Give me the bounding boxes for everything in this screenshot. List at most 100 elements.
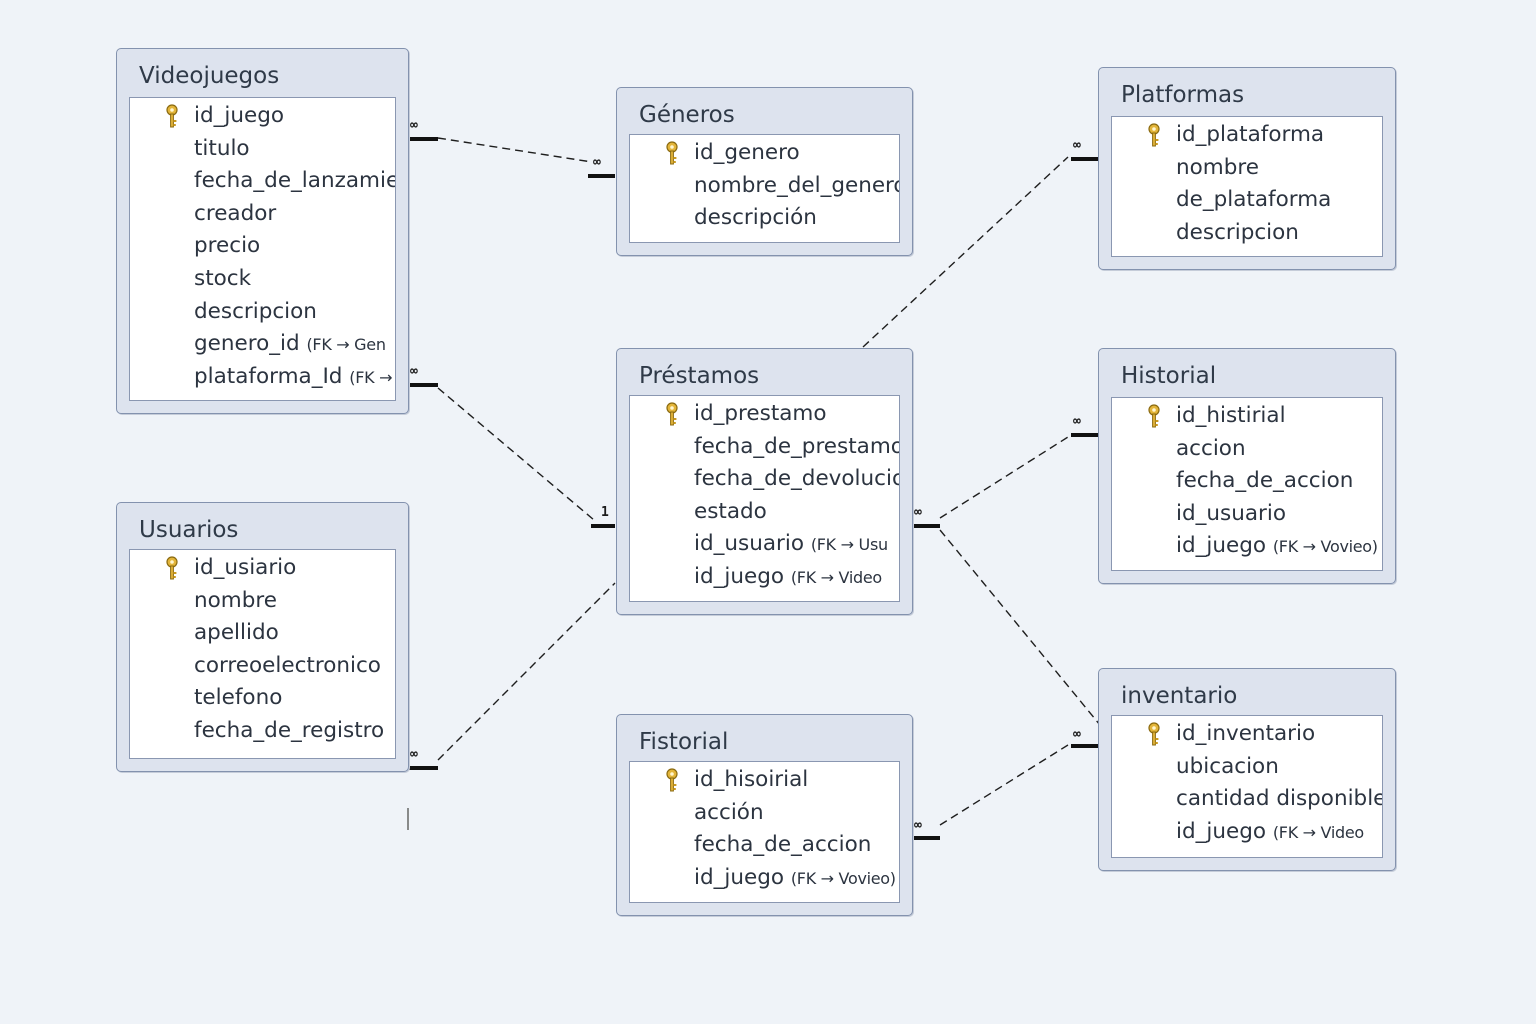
field-row[interactable]: fecha_de_prestamo xyxy=(630,431,899,464)
primary-key-field[interactable]: id_inventario xyxy=(1112,718,1382,751)
field-row[interactable]: correoelectronico xyxy=(130,650,395,683)
field-row[interactable]: nombre xyxy=(130,585,395,618)
table-title: Fistorial xyxy=(639,729,729,755)
primary-key-field[interactable]: id_plataforma xyxy=(1112,119,1382,152)
field-name: nombre xyxy=(194,587,277,613)
cardinality-label: ∞ xyxy=(1073,414,1081,429)
field-row[interactable]: nombre xyxy=(1112,152,1382,185)
field-row[interactable]: precio xyxy=(130,230,395,263)
field-row[interactable]: telefono xyxy=(130,682,395,715)
foreign-key-field[interactable]: genero_id (FK → Gen xyxy=(130,328,395,361)
field-row[interactable]: fecha_de_registro xyxy=(130,715,395,748)
field-name: nombre xyxy=(1176,154,1259,180)
rel-prestamos-inventario xyxy=(939,529,1101,726)
field-name: descripcion xyxy=(194,298,317,324)
foreign-key-field[interactable]: id_juego (FK → Video xyxy=(630,561,899,594)
field-list: id_prestamo fecha_de_prestamo fecha_de_dev… xyxy=(629,395,900,602)
field-row[interactable]: estado xyxy=(630,496,899,529)
field-row[interactable]: id_usuario xyxy=(1112,498,1382,531)
field-row[interactable]: acción xyxy=(630,797,899,830)
field-row[interactable]: cantidad disponibles xyxy=(1112,783,1382,816)
field-name: fecha_de_accion xyxy=(694,832,872,858)
table-title: inventario xyxy=(1121,683,1238,709)
rel-prestamos-historial xyxy=(939,436,1069,519)
primary-key-field[interactable]: id_prestamo xyxy=(630,398,899,431)
foreign-key-reference: (FK → Vovieo) xyxy=(1272,537,1378,557)
field-row[interactable]: descripcion xyxy=(1112,217,1382,250)
foreign-key-field[interactable]: id_juego (FK → Vovieo) xyxy=(630,862,899,895)
rel-usuarios-prestamos xyxy=(437,582,616,761)
rel-fistorial-inventario xyxy=(939,744,1069,826)
field-name: id_juego xyxy=(1176,533,1266,559)
field-row[interactable]: fecha_de_devolucion xyxy=(630,463,899,496)
field-row[interactable]: titulo xyxy=(130,133,395,166)
primary-key-field[interactable]: id_hisoirial xyxy=(630,764,899,797)
table-title: Préstamos xyxy=(639,363,760,389)
field-name: id_usuario xyxy=(1176,500,1286,526)
field-name: id_juego xyxy=(694,563,784,589)
foreign-key-field[interactable]: id_juego (FK → Video xyxy=(1112,816,1382,849)
key-icon xyxy=(164,556,180,582)
field-row[interactable]: ubicacion xyxy=(1112,751,1382,784)
cardinality-label: ∞ xyxy=(410,747,418,762)
foreign-key-reference: (FK → Vovieo) xyxy=(790,868,896,888)
field-row[interactable]: stock xyxy=(130,263,395,296)
field-name: acción xyxy=(694,799,764,825)
table-title: Videojuegos xyxy=(139,63,280,89)
field-row[interactable]: de_plataforma xyxy=(1112,184,1382,217)
primary-key-field[interactable]: id_juego xyxy=(130,100,395,133)
foreign-key-reference: (FK → Video xyxy=(790,567,882,587)
field-name: correoelectronico xyxy=(194,652,381,678)
field-name: accion xyxy=(1176,435,1246,461)
rel-videojuegos-prestamos xyxy=(437,387,595,521)
primary-key-field[interactable]: id_histirial xyxy=(1112,400,1382,433)
field-name: id_juego xyxy=(194,103,284,128)
field-name: de_plataforma xyxy=(1176,187,1332,213)
key-icon xyxy=(664,768,680,794)
field-row[interactable]: creador xyxy=(130,198,395,231)
field-name: id_plataforma xyxy=(1176,122,1325,147)
field-name: descripción xyxy=(694,205,817,231)
field-name: fecha_de_prestamo xyxy=(694,433,900,459)
primary-key-field[interactable]: id_usiario xyxy=(130,552,395,585)
field-row[interactable]: accion xyxy=(1112,433,1382,466)
field-name: stock xyxy=(194,265,252,291)
field-row[interactable]: descripcion xyxy=(130,296,395,329)
field-name: id_genero xyxy=(694,140,800,165)
table-title: Platformas xyxy=(1121,82,1245,108)
foreign-key-reference: (FK → xyxy=(349,367,393,387)
field-name: creador xyxy=(194,200,277,226)
field-row[interactable]: fecha_de_accion xyxy=(630,829,899,862)
foreign-key-field[interactable]: id_usuario (FK → Usu xyxy=(630,528,899,561)
primary-key-field[interactable]: id_genero xyxy=(630,137,899,170)
field-name: id_prestamo xyxy=(694,401,827,426)
field-name: id_usuario xyxy=(694,531,804,557)
field-name: id_inventario xyxy=(1176,721,1316,746)
field-name: descripcion xyxy=(1176,219,1299,245)
field-row[interactable]: descripción xyxy=(630,202,899,235)
cardinality-label: ∞ xyxy=(1073,138,1081,153)
field-row[interactable]: apellido xyxy=(130,617,395,650)
field-row[interactable]: fecha_de_accion xyxy=(1112,465,1382,498)
field-row[interactable]: fecha_de_lanzamien xyxy=(130,165,395,198)
table-title: Géneros xyxy=(639,102,735,128)
field-name: telefono xyxy=(194,685,283,711)
foreign-key-field[interactable]: plataforma_Id (FK → xyxy=(130,361,395,394)
field-row[interactable]: nombre_del_genero xyxy=(630,170,899,203)
cardinality-label: ∞ xyxy=(1073,727,1081,742)
field-name: id_histirial xyxy=(1176,403,1286,428)
foreign-key-field[interactable]: id_juego (FK → Vovieo) xyxy=(1112,530,1382,563)
